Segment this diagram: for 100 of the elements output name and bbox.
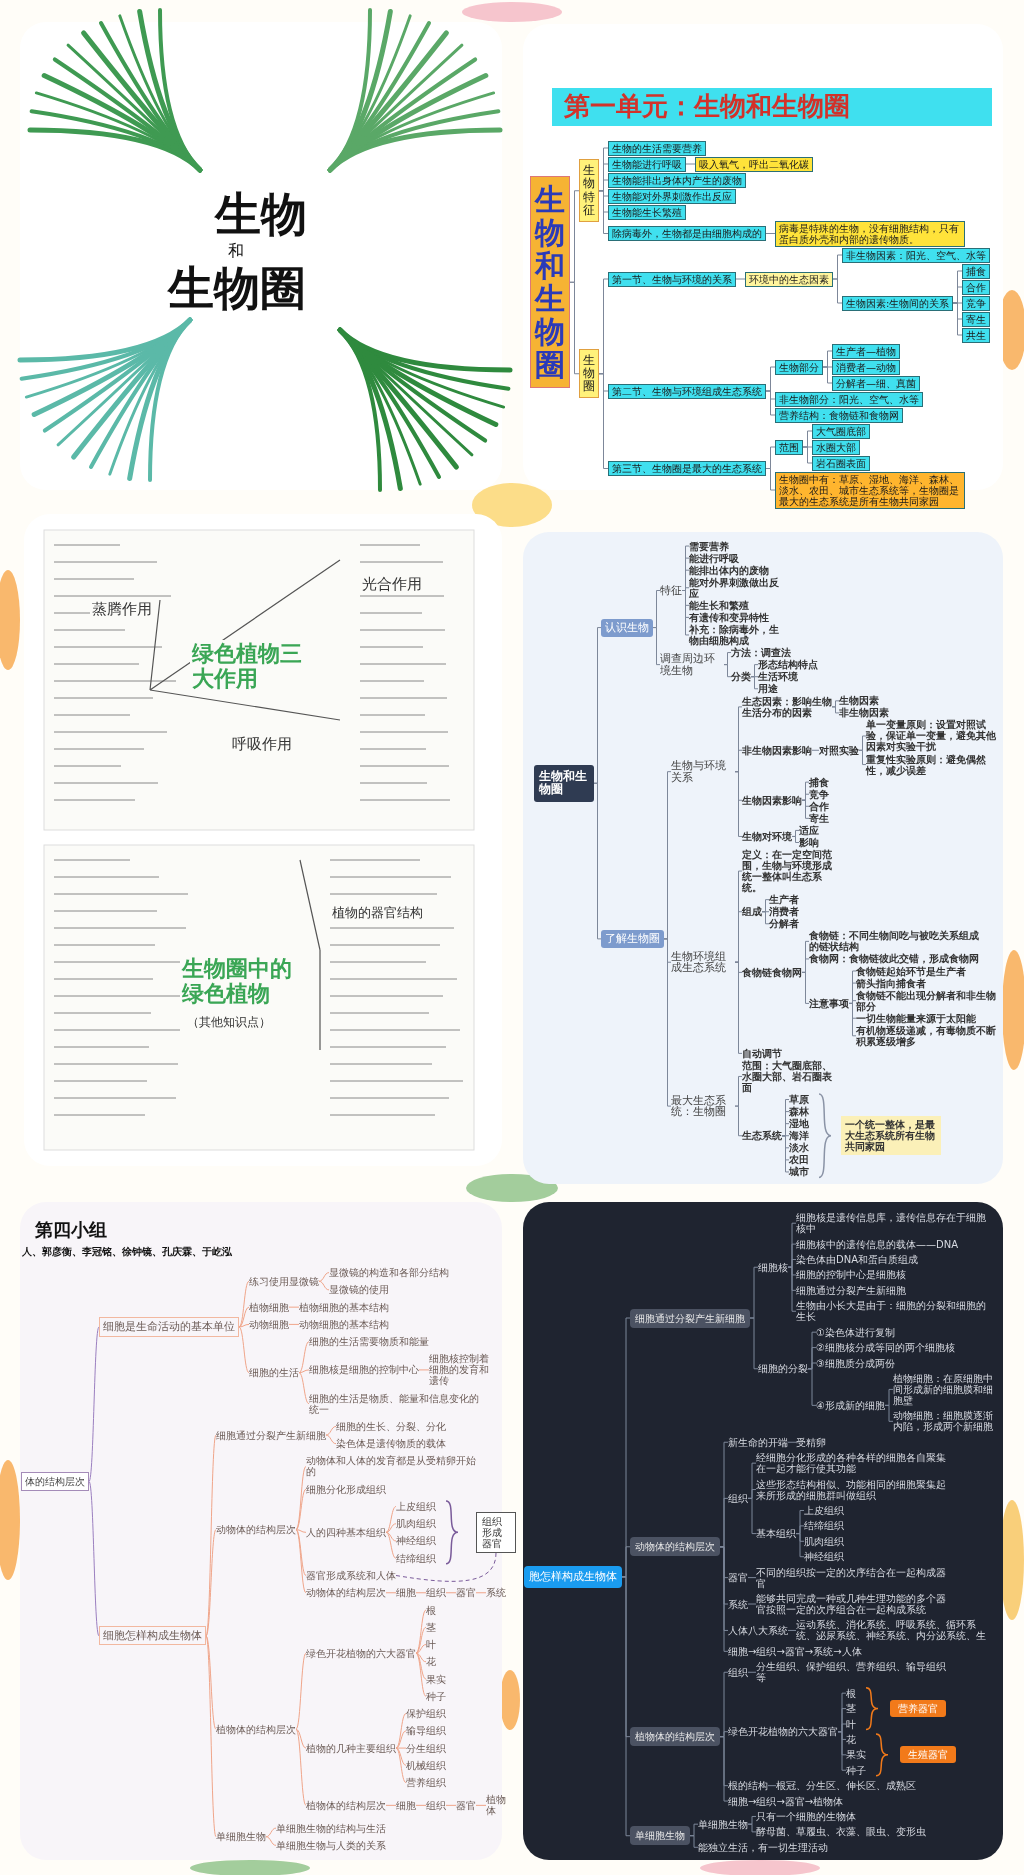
branch-text: 种子 [426, 1690, 446, 1702]
branch-text: 细胞通过分裂产生新细胞 [796, 1284, 906, 1296]
branch-text: ②细胞核分成等同的两个细胞核 [816, 1342, 955, 1354]
connector-line [385, 1804, 397, 1806]
handwritten-title: 和 [228, 242, 244, 261]
central-topic-box: 胞怎样构成生物体 [524, 1565, 622, 1588]
branch-text: 生物由小长大是由于：细胞的分裂和细胞的生长 [796, 1300, 986, 1323]
branch-text: 注意事项 [809, 997, 849, 1009]
branch-text: 最大生态系统：生物圈 [671, 1094, 735, 1118]
branch-text: 人体八大系统 [728, 1624, 788, 1636]
connector-line [238, 1326, 250, 1374]
branch-text: 细胞分化形成组织 [306, 1483, 386, 1495]
branch-text: 需要营养 [689, 540, 729, 552]
connector-line [598, 373, 609, 469]
branch-text: 酵母菌、草履虫、衣藻、眼虫、变形虫 [756, 1826, 926, 1838]
branch-text: 种子 [846, 1764, 866, 1776]
branch-text: 显微镜的使用 [329, 1284, 389, 1296]
connector-line [952, 302, 963, 336]
connector-line [295, 1465, 307, 1531]
connector-line [652, 627, 661, 666]
topic-box: 组织形成器官 [476, 1511, 516, 1553]
branch-text: 不同的组织按一定的次序结合在一起构成器官 [756, 1566, 946, 1589]
branch-text: 竞争 [809, 788, 829, 800]
connector-line [807, 1368, 817, 1406]
branch-text: 根 [426, 1604, 436, 1616]
branch-text: 一切生物能量来源于太阳能 [856, 1012, 976, 1024]
branch-text: 能够共同完成一种或几种生理功能的多个器官按照一定的次序组合在一起构成系统 [756, 1593, 946, 1615]
connector-line [445, 1804, 457, 1806]
branch-text: 植物细胞 [249, 1301, 289, 1313]
branch-text: 方法：调查法 [731, 647, 791, 659]
branch-text: 捕食 [809, 776, 829, 788]
branch-text: 细胞→组织→器官→植物体 [728, 1795, 844, 1807]
branch-text: 植物的几种主要组织 [306, 1742, 396, 1754]
branch-text: 淡水 [789, 1142, 809, 1154]
connector-line [787, 1629, 797, 1631]
connector-line [837, 1731, 847, 1771]
connector-line [415, 1652, 427, 1697]
central-topic-box: 生物和生物圈 [534, 765, 594, 802]
connector-line [295, 1488, 307, 1531]
branch-text: 细胞→组织→器官→系统→人体 [728, 1645, 862, 1657]
branch-text: 上皮组织 [804, 1504, 844, 1516]
branch-text: 器官 [456, 1799, 476, 1811]
connector-line [395, 1713, 407, 1749]
connector-line [822, 366, 833, 384]
branch-text: 细胞 [396, 1799, 416, 1811]
branch-text: 植物体的结构层次 [216, 1723, 296, 1735]
branch-text: 生物环境组成生态系统 [671, 950, 735, 974]
connector-line [445, 1592, 457, 1594]
branch-text: 细胞的生活 [249, 1367, 299, 1379]
branch-text: 器官 [456, 1587, 476, 1599]
connector-line [205, 1434, 217, 1637]
branch-text: 分解者 [769, 918, 799, 930]
connector-line [205, 1529, 217, 1637]
branch-text: 花 [846, 1733, 856, 1745]
connector-line [418, 1369, 430, 1371]
branch-text: 根 [846, 1687, 856, 1699]
topic-box: 植物体的结构层次 [630, 1727, 720, 1747]
branch-text: 营养组织 [406, 1777, 446, 1789]
connector-line [598, 190, 609, 234]
branch-text: 食物链：不同生物间吃与被吃关系组成的链状结构 [809, 930, 984, 953]
connector-line [395, 1730, 407, 1749]
branch-text: 箭头指向捕食者 [856, 977, 926, 989]
branch-text: 生物因素影响 [742, 794, 802, 806]
branch-text: 植物细胞的基本结构 [299, 1301, 389, 1313]
connector-line [767, 1785, 777, 1787]
connector-line [238, 1280, 250, 1328]
branch-text: 细胞的生长、分裂、分化 [336, 1420, 446, 1432]
branch-text: 寄生 [809, 812, 829, 824]
branch-text: 叶 [846, 1718, 856, 1730]
connector-line [747, 1497, 757, 1535]
branch-text: 运动系统、消化系统、呼吸系统、循环系统、泌尿系统、神经系统、内分泌系统、生 [796, 1619, 986, 1642]
branch-text: 范围：大气圈底部、水圈大部、岩石圈表面 [742, 1059, 832, 1093]
branch-text: 动物细胞：细胞膜逐渐内陷，形成两个新细胞 [893, 1410, 998, 1433]
branch-text: 能排出体内的废物 [689, 564, 769, 576]
branch-text: 植物体 [486, 1794, 506, 1817]
connector-line [295, 1652, 307, 1730]
branch-text: 绿色开花植物的六大器官 [306, 1647, 416, 1659]
branch-text: 显微镜的构造和各部分结构 [329, 1267, 449, 1279]
connector-line [747, 1603, 757, 1605]
branch-text: 人的四种基本组织 [306, 1526, 386, 1538]
topic-box: 生物特征 [579, 159, 599, 222]
branch-text: 染色体由DNA和蛋白质组成 [796, 1254, 919, 1265]
branch-text: 上皮组织 [396, 1500, 436, 1512]
branch-text: 有遗传和变异特性 [689, 611, 769, 623]
branch-text: 肌肉组织 [396, 1518, 436, 1530]
connector-line [802, 446, 813, 464]
branch-text: 食物链不能出现分解者和非生物部分 [856, 989, 998, 1012]
topic-box: 细胞怎样构成生物体 [99, 1625, 206, 1646]
branch-text: 生态因素：影响生物生活分布的因素 [742, 695, 832, 718]
handwritten-label: 植物的器官结构 [330, 905, 425, 922]
branch-text: 只有一个细胞的生物体 [756, 1810, 856, 1822]
branch-text: 保护组织 [406, 1708, 446, 1720]
branch-text: 有机物逐级递减，有毒物质不断积累逐级增多 [856, 1024, 998, 1047]
branch-text: 农田 [789, 1154, 809, 1166]
branch-text: 食物网：食物链彼此交错，形成食物网 [809, 953, 979, 965]
branch-text: 细胞的生活是物质、能量和信息变化的统一 [309, 1392, 479, 1415]
branch-text: 细胞通过分裂产生新细胞 [216, 1429, 326, 1441]
connector-line [88, 1326, 100, 1482]
branch-text: 生物对环境 [742, 830, 792, 842]
branch-text: 机械组织 [406, 1759, 446, 1771]
